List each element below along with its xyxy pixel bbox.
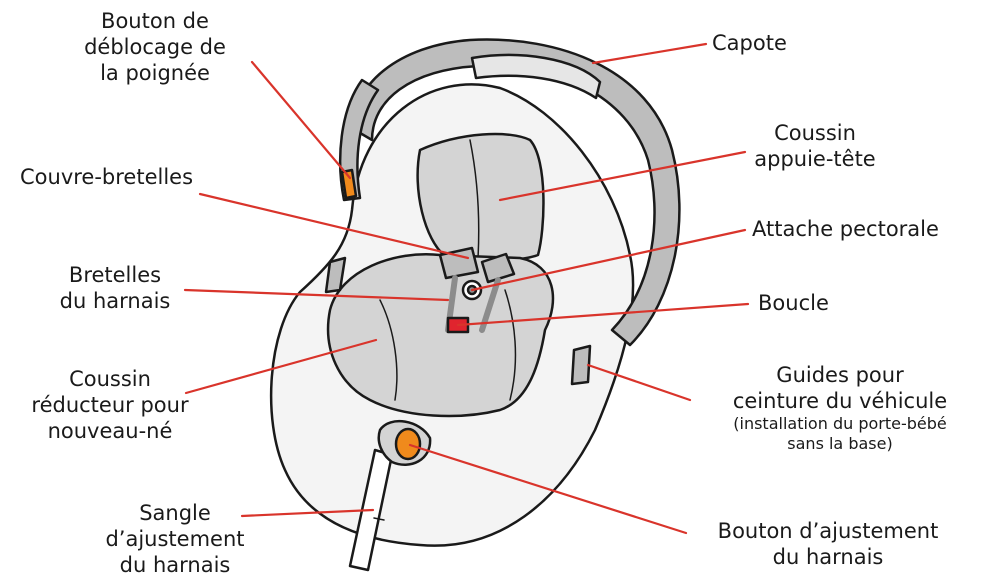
label-chest-clip: Attache pectorale: [752, 216, 987, 242]
leader-release-button: [252, 62, 350, 178]
label-belt-guides: Guides pour ceinture du véhicule (instal…: [690, 362, 990, 454]
label-canopy: Capote: [712, 30, 802, 56]
adjust-button-shape: [396, 429, 420, 459]
leader-canopy: [593, 44, 706, 63]
label-strap-covers: Couvre-bretelles: [20, 164, 250, 190]
release-button-shape: [342, 170, 356, 198]
headrest-pad: [418, 134, 544, 260]
label-newborn-insert: Coussin réducteur pour nouveau-né: [25, 366, 195, 444]
label-adjust-button: Bouton d’ajustement du harnais: [678, 518, 978, 570]
label-harness-straps: Bretelles du harnais: [40, 262, 190, 314]
label-adjust-strap: Sangle d’ajustement du harnais: [100, 500, 250, 578]
label-release-button: Bouton de déblocage de la poignée: [55, 8, 255, 86]
label-head-pillow: Coussin appuie-tête: [735, 120, 895, 172]
label-buckle: Boucle: [758, 290, 858, 316]
